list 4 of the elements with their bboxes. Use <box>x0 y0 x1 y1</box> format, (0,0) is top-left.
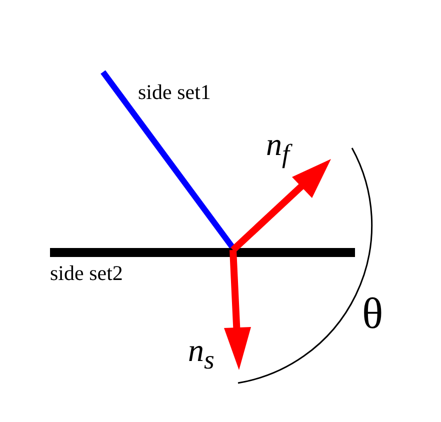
side-label: side set1 <box>138 82 211 103</box>
vector-label: n$_{s}$ <box>188 334 214 374</box>
angle-label: θ <box>362 292 384 336</box>
side-label: side set2 <box>50 263 123 284</box>
